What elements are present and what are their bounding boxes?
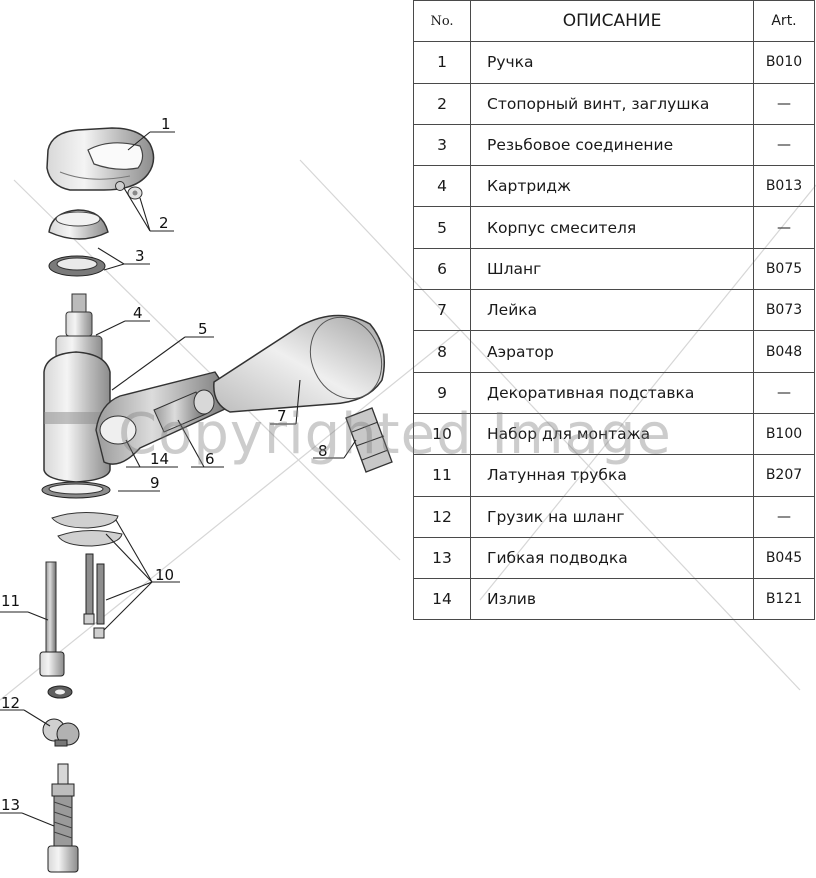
row-description: Грузик на шланг: [470, 495, 754, 538]
row-description: Ручка: [470, 41, 754, 84]
part-flexible-hose: [47, 763, 79, 873]
row-description: Гибкая подводка: [470, 536, 754, 580]
header-description: ОПИСАНИЕ: [470, 0, 754, 43]
row-art: B045: [753, 536, 815, 580]
row-no: 8: [413, 330, 471, 373]
row-no: 7: [413, 289, 471, 332]
row-art: —: [753, 495, 815, 538]
part-threaded-connection: [48, 209, 109, 277]
callout-9: 9: [150, 474, 160, 492]
callout-2: 2: [159, 214, 169, 232]
row-description: Стопорный винт, заглушка: [470, 82, 754, 125]
row-description: Лейка: [470, 289, 754, 332]
row-no: 4: [413, 165, 471, 208]
callout-7: 7: [277, 407, 287, 425]
row-no: 3: [413, 123, 471, 167]
row-description: Резьбовое соединение: [470, 123, 754, 167]
row-art: B010: [753, 41, 815, 84]
header-no: No.: [413, 0, 471, 43]
part-handle: [46, 127, 155, 191]
part-hose: [153, 389, 215, 433]
callout-3: 3: [135, 247, 145, 265]
part-decor-base: [41, 481, 111, 499]
callout-6: 6: [205, 450, 215, 468]
callout-11: 11: [1, 592, 20, 610]
part-brass-tube: [39, 561, 73, 699]
row-art: B207: [753, 454, 815, 497]
row-no: 10: [413, 412, 471, 456]
row-art: B075: [753, 247, 815, 291]
row-description: Аэратор: [470, 330, 754, 373]
part-hose-weight: [42, 718, 80, 747]
row-no: 13: [413, 536, 471, 580]
callout-leaders: [0, 131, 357, 827]
row-description: Излив: [470, 578, 754, 621]
parts-table-header: No. ОПИСАНИЕ Art.: [413, 0, 815, 43]
callout-10: 10: [155, 566, 174, 584]
row-art: —: [753, 123, 815, 167]
row-art: B048: [753, 330, 815, 373]
callout-4: 4: [133, 304, 143, 322]
row-description: Шланг: [470, 247, 754, 291]
callout-1: 1: [161, 115, 171, 133]
callout-14: 14: [150, 450, 169, 468]
part-mounting-kit: [51, 511, 123, 639]
row-art: B013: [753, 165, 815, 208]
row-art: B100: [753, 412, 815, 456]
row-description: Латунная трубка: [470, 454, 754, 497]
row-art: B121: [753, 578, 815, 621]
row-no: 12: [413, 495, 471, 538]
row-art: —: [753, 206, 815, 249]
row-art: —: [753, 82, 815, 125]
row-art: —: [753, 371, 815, 414]
callout-8: 8: [318, 442, 328, 460]
callout-13: 13: [1, 796, 20, 814]
part-spray-head: [213, 314, 385, 413]
row-no: 6: [413, 247, 471, 291]
callout-5: 5: [198, 320, 208, 338]
part-mixer-body: [43, 351, 111, 483]
row-art: B073: [753, 289, 815, 332]
row-no: 14: [413, 578, 471, 621]
row-no: 11: [413, 454, 471, 497]
row-no: 9: [413, 371, 471, 414]
row-description: Картридж: [470, 165, 754, 208]
part-set-screw-plug: [115, 181, 143, 200]
row-description: Декоративная подставка: [470, 371, 754, 414]
row-no: 1: [413, 41, 471, 84]
row-no: 5: [413, 206, 471, 249]
header-art: Art.: [753, 0, 815, 43]
row-description: Корпус смесителя: [470, 206, 754, 249]
callout-12: 12: [1, 694, 20, 712]
callout-numbers: 1 2 3 4 5 7 8 14 6 9 10 11 12 13: [1, 115, 328, 814]
part-aerator: [345, 407, 393, 473]
row-description: Набор для монтажа: [470, 412, 754, 456]
row-no: 2: [413, 82, 471, 125]
